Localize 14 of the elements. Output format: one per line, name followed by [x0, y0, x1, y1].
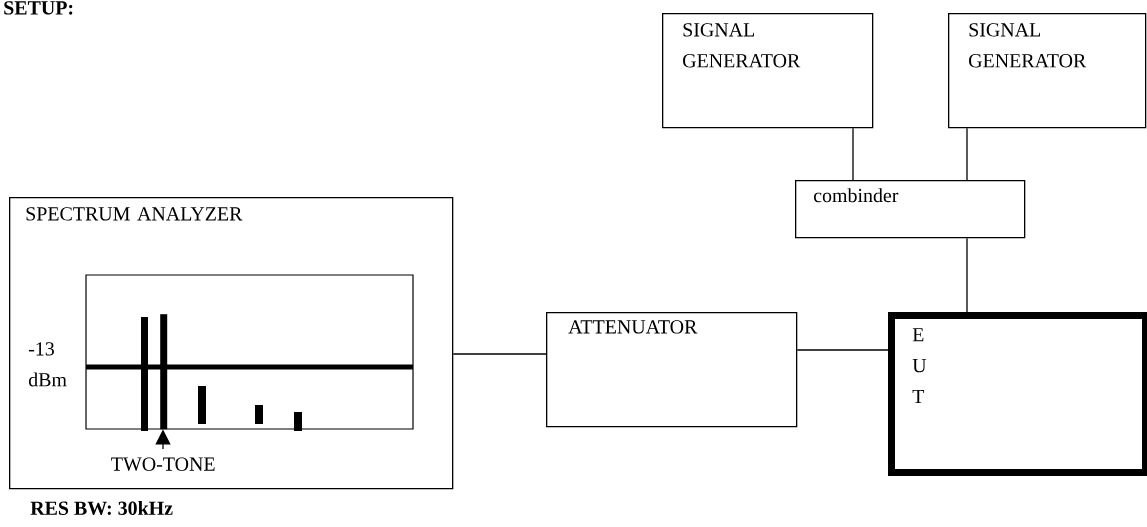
- signal-generator-box: SIGNAL GENERATOR: [662, 13, 874, 129]
- signal-generator-box: SIGNAL GENERATOR: [948, 13, 1147, 129]
- combiner-box: combinder: [795, 180, 1026, 239]
- level-label: -13 dBm: [28, 342, 67, 387]
- connector-line: [966, 127, 968, 181]
- caption: RES BW: 30kHz: [30, 500, 173, 516]
- attenuator-box: ATTENUATOR: [546, 312, 798, 428]
- connector-line: [966, 237, 968, 313]
- heading: SETUP:: [4, 1, 73, 15]
- connector-line: [452, 353, 547, 355]
- connector-line: [796, 349, 889, 351]
- connector-line: [852, 127, 854, 181]
- eut-box: E U T: [888, 312, 1147, 476]
- two-tone-label: TWO-TONE: [111, 457, 215, 471]
